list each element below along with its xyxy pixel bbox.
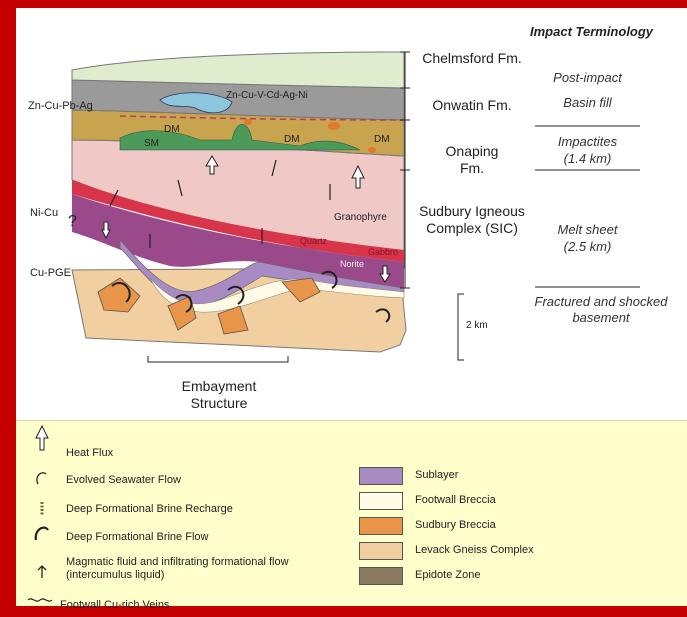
onaping-bleb (328, 122, 340, 130)
label-dm-3: DM (374, 134, 390, 145)
legend-levack-gneiss-label: Levack Gneiss Complex (415, 544, 534, 556)
label-sm: SM (144, 138, 159, 149)
formation-onaping: Onaping Fm. (440, 143, 504, 177)
label-question-mark: ? (68, 213, 77, 231)
impact-melt-thickness: (2.5 km) (535, 239, 640, 255)
legend-footwall-veins-label: Footwall Cu-rich Veins (60, 599, 169, 611)
formation-onwatin: Onwatin Fm. (418, 97, 526, 114)
formation-sic: Sudbury Igneous Complex (SIC) (416, 203, 528, 237)
legend-seawater-label: Evolved Seawater Flow (66, 474, 181, 486)
evolved-seawater-flow-icon (37, 473, 46, 484)
legend-heat-flux-label: Heat Flux (66, 447, 113, 459)
impact-post-impact: Post-impact (535, 70, 640, 86)
legend-magmatic-label: Magmatic fluid and infiltrating formatio… (66, 556, 296, 582)
embayment-label: Embayment Structure (164, 378, 274, 412)
scale-bracket (458, 294, 464, 360)
legend-sudbury-breccia-label: Sudbury Breccia (415, 519, 496, 531)
label-zn-cu-v: Zn-Cu-V-Cd-Ag-Ni (226, 90, 308, 101)
brine-flow-icon (36, 528, 48, 540)
legend-brine-flow-label: Deep Formational Brine Flow (66, 531, 208, 543)
heat-flux-icon (36, 426, 48, 450)
scale-label: 2 km (466, 320, 488, 331)
legend-footwall-breccia-label: Footwall Breccia (415, 494, 496, 506)
label-ni-cu: Ni-Cu (30, 207, 58, 219)
embayment-bracket (148, 356, 288, 362)
onaping-bleb (244, 119, 252, 125)
geologic-cross-section (0, 0, 687, 420)
legend-swatch-footwall-breccia (359, 492, 403, 510)
onaping-bleb (368, 147, 376, 153)
label-granophyre: Granophyre (334, 212, 387, 223)
impact-basin-fill: Basin fill (535, 95, 640, 111)
label-cu-pge: Cu-PGE (30, 267, 71, 279)
footwall-veins-icon (28, 599, 52, 601)
impact-impactites-thickness: (1.4 km) (535, 151, 640, 167)
legend-brine-recharge-label: Deep Formational Brine Recharge (66, 503, 233, 515)
legend-swatch-sudbury-breccia (359, 517, 403, 535)
legend-sublayer-label: Sublayer (415, 469, 458, 481)
legend-swatch-sublayer (359, 467, 403, 485)
label-norite: Norite (340, 259, 364, 269)
legend-swatch-epidote-zone (359, 567, 403, 585)
label-gabbro: Gabbro (368, 247, 398, 257)
label-dm-1: DM (164, 124, 180, 135)
impact-impactites: Impactites (535, 134, 640, 150)
label-dm-2: DM (284, 134, 300, 145)
label-quartz: Quartz (300, 236, 327, 246)
impact-melt-sheet: Melt sheet (535, 222, 640, 238)
magmatic-fluid-icon (38, 566, 46, 578)
legend-swatch-levack-gneiss (359, 542, 403, 560)
impact-basement: Fractured and shocked basement (528, 294, 674, 326)
legend-epidote-zone-label: Epidote Zone (415, 569, 480, 581)
formation-chelmsford: Chelmsford Fm. (418, 50, 526, 67)
impact-terminology-title: Impact Terminology (530, 24, 653, 39)
label-zn-cu-pb-ag: Zn-Cu-Pb-Ag (28, 100, 93, 112)
